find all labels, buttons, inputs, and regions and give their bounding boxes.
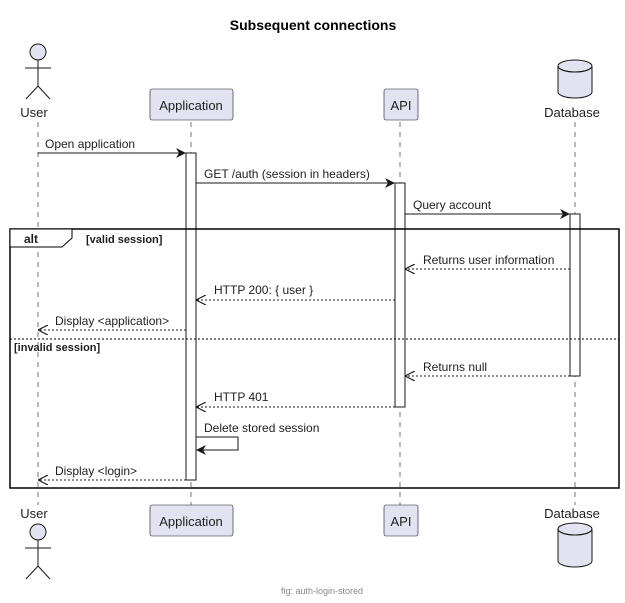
activation-bars xyxy=(185,152,581,481)
api-label-bottom: API xyxy=(391,514,412,529)
alt-keyword: alt xyxy=(24,232,38,246)
alt-fragment: alt [valid session] [invalid session] xyxy=(9,228,620,489)
alt-guard-invalid: [invalid session] xyxy=(14,342,101,354)
database-cylinder-icon xyxy=(557,59,593,99)
application-label-top: Application xyxy=(159,98,223,113)
message-label-get-auth: GET /auth (session in headers) xyxy=(204,167,370,181)
message-label-open-application: Open application xyxy=(45,137,135,151)
application-activation xyxy=(185,152,197,481)
user-label-top: User xyxy=(20,105,48,120)
message-label-query-account: Query account xyxy=(413,198,492,212)
participants-bottom: User Application API Database xyxy=(20,504,600,580)
fragment-messages: Returns user information HTTP 200: { use… xyxy=(39,253,570,480)
diagram-title: Subsequent connections xyxy=(230,17,397,33)
message-arrow-delete-stored-session xyxy=(196,436,239,455)
participants-top: User Application API Database xyxy=(20,43,600,121)
message-label-http-401: HTTP 401 xyxy=(214,390,269,404)
alt-fragment-frame xyxy=(9,228,620,489)
messages: Open application GET /auth (session in h… xyxy=(38,137,570,219)
api-participant-box-bottom xyxy=(383,504,419,537)
figure-caption: fig: auth-login-stored xyxy=(281,586,363,596)
message-label-returns-user-information: Returns user information xyxy=(423,253,554,267)
user-actor-icon-bottom xyxy=(25,523,51,580)
alt-guard-valid: [valid session] xyxy=(86,234,163,246)
api-activation xyxy=(394,182,406,408)
alt-fragment-tab xyxy=(9,228,73,248)
application-label-bottom: Application xyxy=(159,514,223,529)
application-participant-box-bottom xyxy=(149,504,234,537)
database-activation xyxy=(569,213,581,377)
user-label-bottom: User xyxy=(20,506,48,521)
message-label-delete-stored-session: Delete stored session xyxy=(204,421,319,435)
api-participant-box xyxy=(383,88,419,121)
database-label-top: Database xyxy=(544,105,600,120)
application-participant-box xyxy=(149,88,234,121)
database-label-bottom: Database xyxy=(544,506,600,521)
database-cylinder-icon-bottom xyxy=(557,522,593,568)
message-label-display-login: Display <login> xyxy=(55,464,137,478)
message-label-http-200: HTTP 200: { user } xyxy=(214,283,313,297)
user-actor-icon xyxy=(25,43,51,100)
message-label-returns-null: Returns null xyxy=(423,360,487,374)
message-label-display-application: Display <application> xyxy=(55,314,169,328)
api-label-top: API xyxy=(391,98,412,113)
